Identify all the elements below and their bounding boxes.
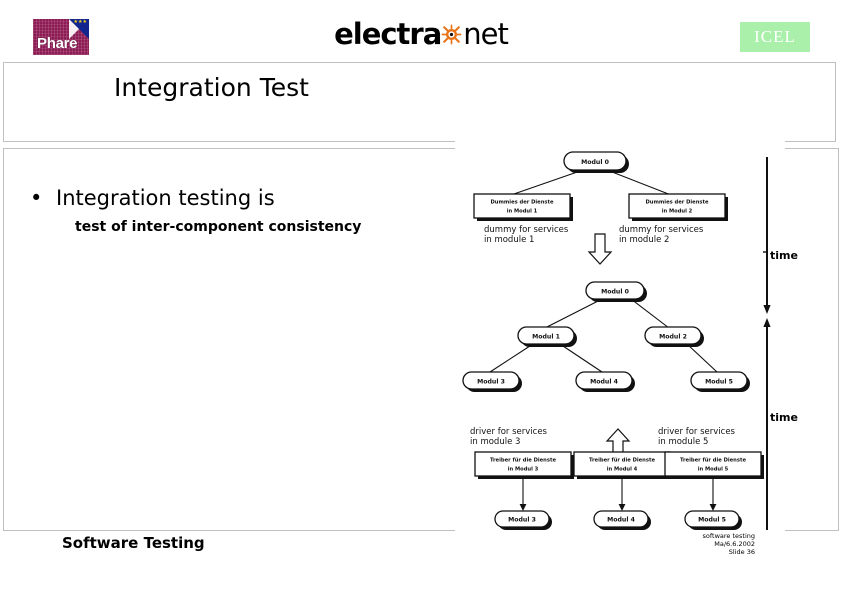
svg-text:in Modul 1: in Modul 1 <box>507 209 538 215</box>
annotation-line-1: dummy for services <box>619 225 704 235</box>
svg-text:Modul 0: Modul 0 <box>581 159 610 166</box>
credit-line-3: Slide 36 <box>728 548 755 556</box>
svg-text:in Modul 3: in Modul 3 <box>508 467 539 473</box>
svg-text:Modul 4: Modul 4 <box>607 517 636 524</box>
time-axis-bottom <box>762 318 776 530</box>
credit-line-1: software testing <box>702 532 755 540</box>
svg-text:in Modul 4: in Modul 4 <box>607 467 638 473</box>
svg-text:Modul 5: Modul 5 <box>698 517 726 524</box>
annotation-line-1: driver for services <box>470 427 547 437</box>
svg-text:in Modul 2: in Modul 2 <box>662 209 693 215</box>
svg-text:Dummies der Dienste: Dummies der Dienste <box>491 200 554 206</box>
svg-text:Modul 2: Modul 2 <box>659 334 687 341</box>
scanned-diagram-image: .nodefill { fill:#ffffff; stroke:#111111… <box>455 140 785 540</box>
svg-text:Treiber für die Dienste: Treiber für die Dienste <box>589 458 655 464</box>
annotation-line-1: driver for services <box>658 427 735 437</box>
svg-text:Modul 5: Modul 5 <box>705 379 733 386</box>
phare-logo-label: Phare <box>37 35 78 52</box>
at-swirl-icon <box>441 24 462 45</box>
footer-title: Software Testing <box>62 534 205 552</box>
icel-logo: ICEL <box>740 22 810 52</box>
annotation-line-2: in module 5 <box>658 437 709 447</box>
annotation-dummy-module-2: dummy for services in module 2 <box>619 225 703 245</box>
svg-text:Treiber für die Dienste: Treiber für die Dienste <box>490 458 556 464</box>
brand-word-net: net <box>463 17 509 51</box>
annotation-line-2: in module 2 <box>619 235 670 245</box>
annotation-line-2: in module 3 <box>470 437 521 447</box>
electra-net-logo: electra net <box>0 18 842 50</box>
header-band: Phare ★★★ electra net ICEL <box>0 0 842 62</box>
time-label-top: time <box>770 249 798 262</box>
annotation-dummy-module-1: dummy for services in module 1 <box>484 225 568 245</box>
time-axis-top <box>762 157 776 315</box>
annotation-driver-module-5: driver for services in module 5 <box>658 427 735 447</box>
svg-text:Dummies der Dienste: Dummies der Dienste <box>646 200 709 206</box>
svg-text:Modul 4: Modul 4 <box>590 379 619 386</box>
svg-text:Modul 3: Modul 3 <box>508 517 536 524</box>
svg-text:Modul 1: Modul 1 <box>532 334 560 341</box>
bullet-row: • Integration testing is <box>30 186 450 210</box>
eu-flag-corner-icon <box>69 19 89 39</box>
credit-line-2: Ma/6.6.2002 <box>714 540 755 548</box>
bullet-block: • Integration testing is test of inter-co… <box>30 186 450 235</box>
icel-logo-label: ICEL <box>754 27 796 46</box>
annotation-driver-module-3: driver for services in module 3 <box>470 427 547 447</box>
bullet-text: Integration testing is <box>56 186 275 210</box>
svg-text:Modul 3: Modul 3 <box>477 379 505 386</box>
page-title: Integration Test <box>114 73 309 102</box>
phare-logo: Phare ★★★ <box>33 19 89 55</box>
svg-text:in Modul 5: in Modul 5 <box>698 467 729 473</box>
slide-title-box: Integration Test <box>3 62 836 142</box>
annotation-line-1: dummy for services <box>484 225 569 235</box>
annotation-line-2: in module 1 <box>484 235 535 245</box>
time-label-bottom: time <box>770 411 798 424</box>
slide-credit: software testing Ma/6.6.2002 Slide 36 <box>660 532 755 556</box>
brand-word-electra: electra <box>334 17 442 51</box>
svg-text:Treiber für die Dienste: Treiber für die Dienste <box>680 458 746 464</box>
bullet-subtext: test of inter-component consistency <box>75 219 362 235</box>
bullet-marker-icon: • <box>30 186 43 210</box>
svg-text:Modul 0: Modul 0 <box>601 289 630 296</box>
eu-stars-icon: ★★★ <box>73 19 87 25</box>
